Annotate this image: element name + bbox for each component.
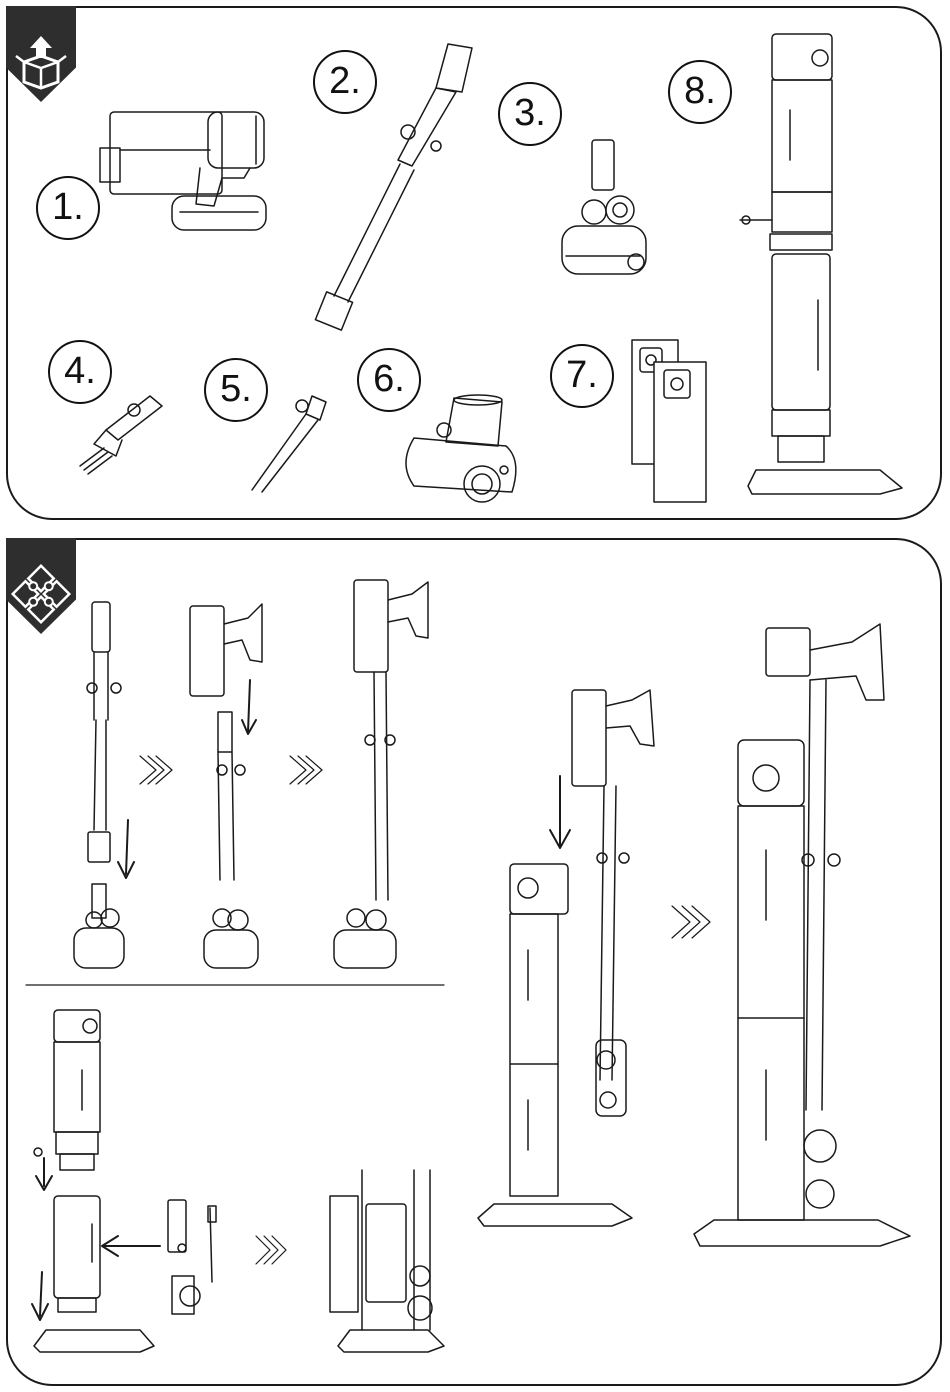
triple-chevron-icon	[140, 756, 322, 784]
assembly-handheld-step-illustration	[190, 604, 262, 968]
assembly-tube-step-illustration	[74, 602, 134, 968]
dust-bags-illustration	[632, 340, 706, 502]
assembly-dock-insert-illustration	[478, 690, 710, 1226]
extension-tube-illustration	[315, 44, 472, 330]
assembly-dock-stacking-illustration	[32, 1010, 444, 1352]
assembly-complete-stick-illustration	[334, 580, 428, 968]
mini-motor-brush-illustration	[406, 395, 516, 502]
combination-brush-illustration	[80, 396, 162, 474]
floor-brush-illustration	[562, 140, 646, 274]
main-unit-illustration	[100, 112, 266, 230]
crevice-tool-illustration	[252, 396, 326, 492]
docking-station-illustration	[740, 34, 902, 494]
assembly-final-illustration	[694, 624, 910, 1246]
